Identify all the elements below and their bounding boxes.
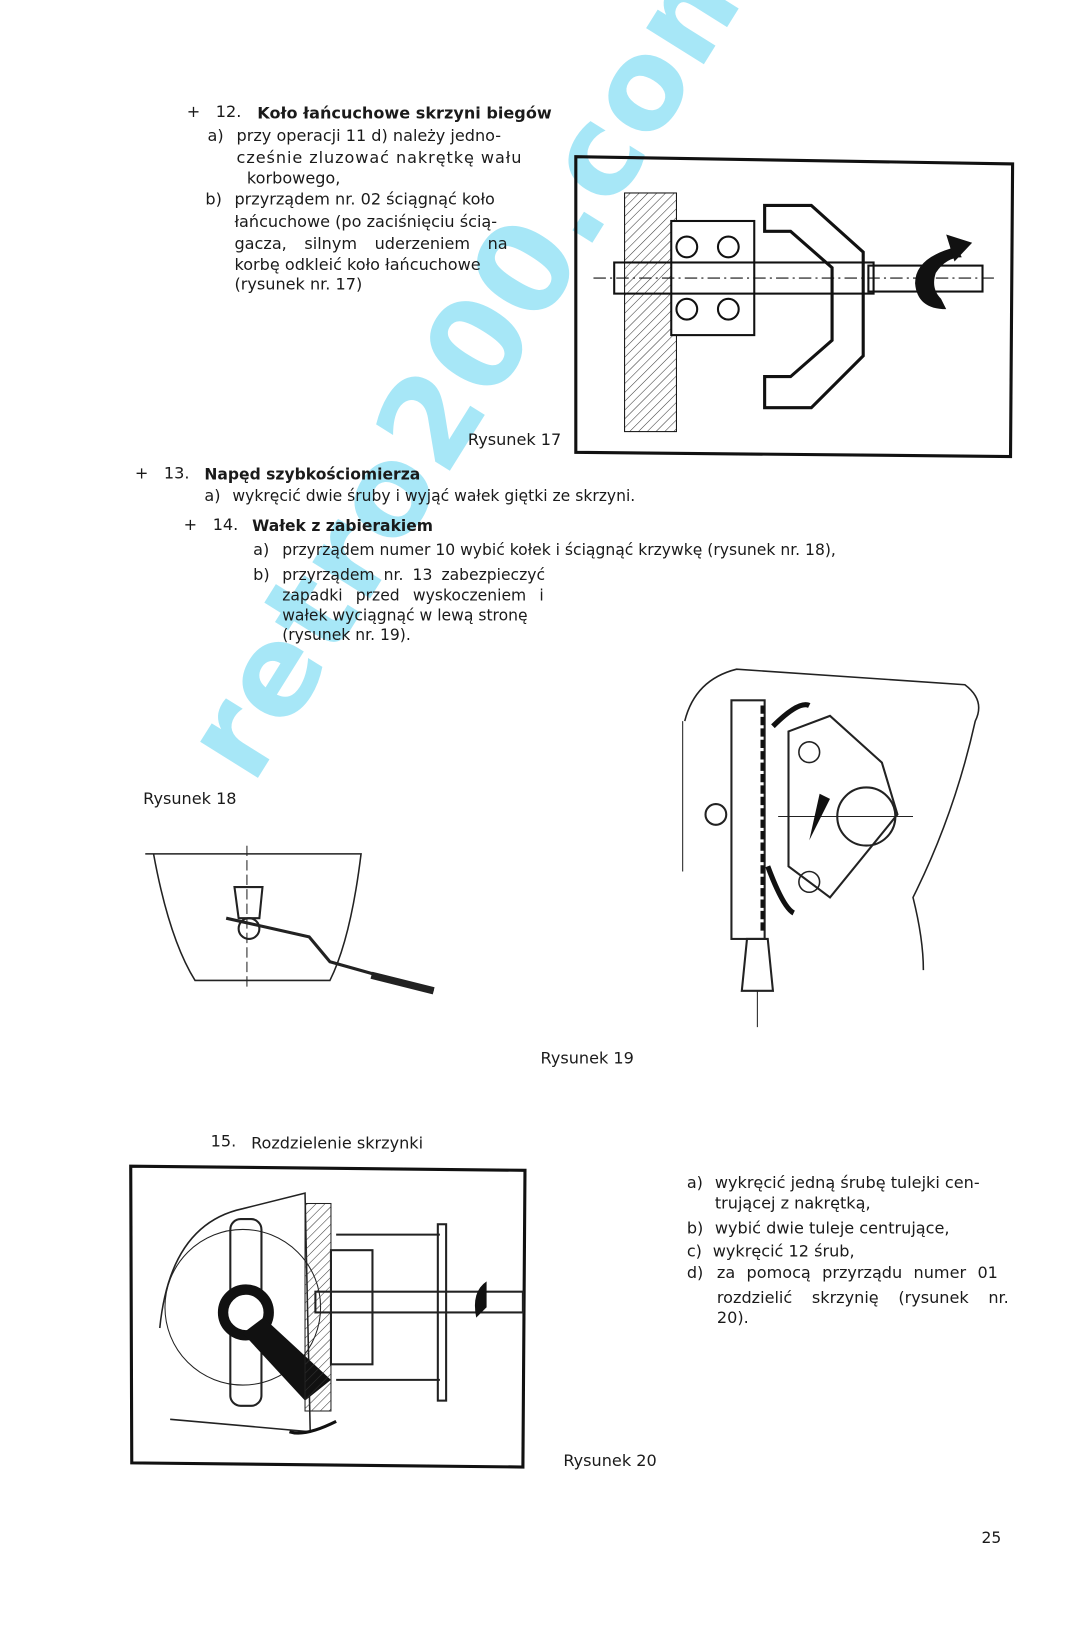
- section-13-title: Napęd szybkościomierza: [204, 464, 421, 484]
- figure-19-caption: Rysunek 19: [540, 1048, 634, 1068]
- item-label: a): [207, 126, 224, 146]
- item-line: korbę odkleić koło łańcuchowe: [234, 255, 481, 274]
- section-12-title: Koło łańcuchowe skrzyni biegów: [257, 103, 552, 123]
- item-line: przyrządem nr. 13 zabezpieczyć: [282, 565, 546, 585]
- item-label: b): [253, 565, 270, 585]
- item-label: a): [686, 1173, 703, 1193]
- item-label: a): [253, 540, 270, 560]
- item-line: przyrządem nr. 02 ściągnąć koło: [234, 189, 495, 209]
- item-line: za pomocą przyrządu numer 01: [716, 1263, 998, 1283]
- item-line: gacza, silnym uderzeniem na: [234, 234, 508, 254]
- item-label: a): [204, 486, 221, 506]
- item-line: (rysunek nr. 19).: [282, 625, 411, 645]
- item-line: (rysunek nr. 17): [234, 274, 363, 294]
- page-number: 25: [981, 1528, 1002, 1547]
- item-line: cześnie zluzować nakrętkę wału: [236, 148, 523, 168]
- item-line: wykręcić jedną śrubę tulejki cen-: [714, 1173, 980, 1193]
- item-line: wykręcić dwie śruby i wyjąć wałek giętki…: [232, 486, 636, 506]
- item-line: korbowego,: [246, 169, 341, 188]
- item-label: b): [205, 189, 222, 209]
- item-line: wybić dwie tuleje centrujące,: [714, 1219, 950, 1238]
- item-line: przyrządem numer 10 wybić kołek i ściągn…: [282, 540, 836, 560]
- section-14-marker: +: [183, 515, 198, 535]
- item-label: c): [686, 1241, 702, 1261]
- figure-18-caption: Rysunek 18: [143, 789, 237, 809]
- item-label: b): [686, 1219, 704, 1238]
- figure-20-caption: Rysunek 20: [563, 1451, 657, 1471]
- item-line: rozdzielić skrzynię (rysunek nr.: [716, 1288, 1009, 1308]
- section-15-number: 15.: [210, 1131, 237, 1151]
- item-label: d): [686, 1263, 704, 1283]
- section-12-marker: +: [186, 102, 201, 122]
- section-13-number: 13.: [163, 463, 190, 483]
- item-line: wałek wyciągnąć w lewą stronę: [282, 605, 528, 625]
- item-line: wykręcić 12 śrub,: [712, 1241, 855, 1261]
- section-15-title: Rozdzielenie skrzynki: [251, 1133, 424, 1153]
- section-12-number: 12.: [215, 102, 242, 122]
- figure-18-drawing: [145, 845, 435, 995]
- figure-17-caption: Rysunek 17: [467, 430, 562, 450]
- figure-20-drawing: [129, 1164, 527, 1469]
- item-line: trującej z nakrętką,: [714, 1194, 871, 1213]
- item-line: łańcuchowe (po zaciśnięciu ścią-: [234, 212, 498, 232]
- item-line: 20).: [716, 1308, 749, 1327]
- item-line: zapadki przed wyskoczeniem i: [282, 586, 544, 605]
- section-14-number: 14.: [212, 515, 239, 535]
- item-line: przy operacji 11 d) należy jedno-: [236, 126, 502, 146]
- figure-17-drawing: [574, 155, 1015, 459]
- section-13-marker: +: [134, 463, 149, 483]
- figure-19-drawing: [682, 668, 980, 1028]
- section-14-title: Wałek z zabierakiem: [252, 516, 434, 536]
